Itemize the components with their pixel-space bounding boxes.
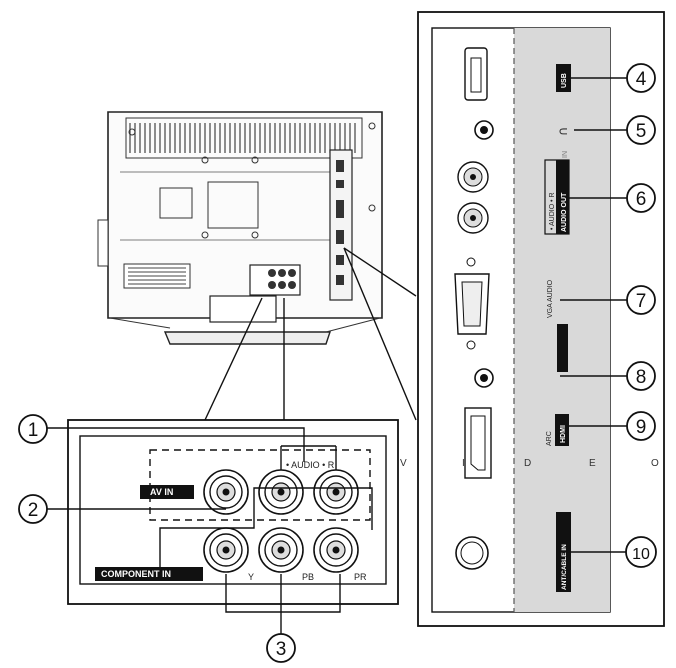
av-in-label: AV IN [150, 487, 173, 497]
side-letter: I [462, 458, 465, 469]
side-ports [454, 47, 494, 570]
av-in-jack [203, 469, 249, 515]
earphone-jack [474, 120, 494, 140]
pr-label: PR [354, 572, 367, 582]
vga-audio-label: VGA AUDIO [547, 279, 554, 318]
callout-8: 8 [626, 361, 656, 391]
pb-jack [258, 527, 304, 573]
svg-text:1: 1 [28, 420, 39, 441]
side-letter: E [589, 458, 596, 469]
svg-text:8: 8 [636, 367, 647, 388]
callout-2: 2 [18, 494, 48, 524]
side-callout-lines [560, 77, 628, 553]
audio-l-jack [258, 469, 304, 515]
tv-rear-illustration [97, 111, 383, 345]
ant-tag [556, 512, 571, 592]
callout-9: 9 [626, 411, 656, 441]
pr-jack [313, 527, 359, 573]
hdmi-label: HDMI [560, 425, 567, 443]
audio-out-in-label: IN [562, 151, 569, 158]
hdmi-tag [555, 414, 569, 446]
callout-1: 1 [18, 414, 48, 444]
hdmi-port [464, 407, 492, 479]
side-io-panel [417, 11, 665, 627]
side-labels: USB ∩ • AUDIO • R AUDIO OUT IN VGA AUDIO… [544, 64, 571, 592]
side-letter: O [651, 458, 659, 469]
vga-audio-bar [557, 324, 568, 372]
component-in-tag [95, 567, 203, 581]
svg-text:4: 4 [636, 69, 647, 90]
vga-port [454, 257, 490, 350]
audio-r-jack [313, 469, 359, 515]
callout-4: 4 [626, 63, 656, 93]
audio-label: • AUDIO • R [286, 460, 335, 470]
svg-text:5: 5 [636, 121, 647, 142]
svg-text:2: 2 [28, 500, 39, 521]
ant-label: ANT/CABLE IN [561, 544, 568, 590]
audio-out-top-label: • AUDIO • R [549, 192, 556, 230]
usb-label: USB [561, 73, 568, 88]
usb-tag [556, 64, 571, 92]
svg-text:6: 6 [636, 189, 647, 210]
usb-port [464, 47, 488, 101]
svg-text:10: 10 [632, 546, 650, 563]
svg-text:3: 3 [276, 639, 287, 660]
side-letters: V I D E O [400, 458, 659, 469]
svg-text:7: 7 [636, 291, 647, 312]
arc-label: ARC [546, 431, 553, 446]
callout-5: 5 [626, 115, 656, 145]
zoom-leader-lines [204, 247, 417, 421]
y-jack [203, 527, 249, 573]
callout-3: 3 [266, 633, 296, 663]
pb-label: PB [302, 572, 314, 582]
side-letter: V [400, 458, 407, 469]
av-in-tag [140, 485, 194, 499]
audio-out-r-jack [457, 202, 489, 234]
antenna-port [455, 536, 489, 570]
audio-out-label: AUDIO OUT [561, 192, 568, 232]
component-in-label: COMPONENT IN [101, 569, 171, 579]
callout-10: 10 [625, 536, 657, 568]
y-label: Y [248, 572, 254, 582]
bottom-callout-lines [42, 427, 373, 640]
headphone-icon: ∩ [556, 126, 571, 136]
callout-7: 7 [626, 285, 656, 315]
vga-audio-jack [474, 368, 494, 388]
svg-text:9: 9 [636, 417, 647, 438]
audio-out-l-jack [457, 161, 489, 193]
callout-6: 6 [626, 183, 656, 213]
side-letter: D [524, 458, 531, 469]
